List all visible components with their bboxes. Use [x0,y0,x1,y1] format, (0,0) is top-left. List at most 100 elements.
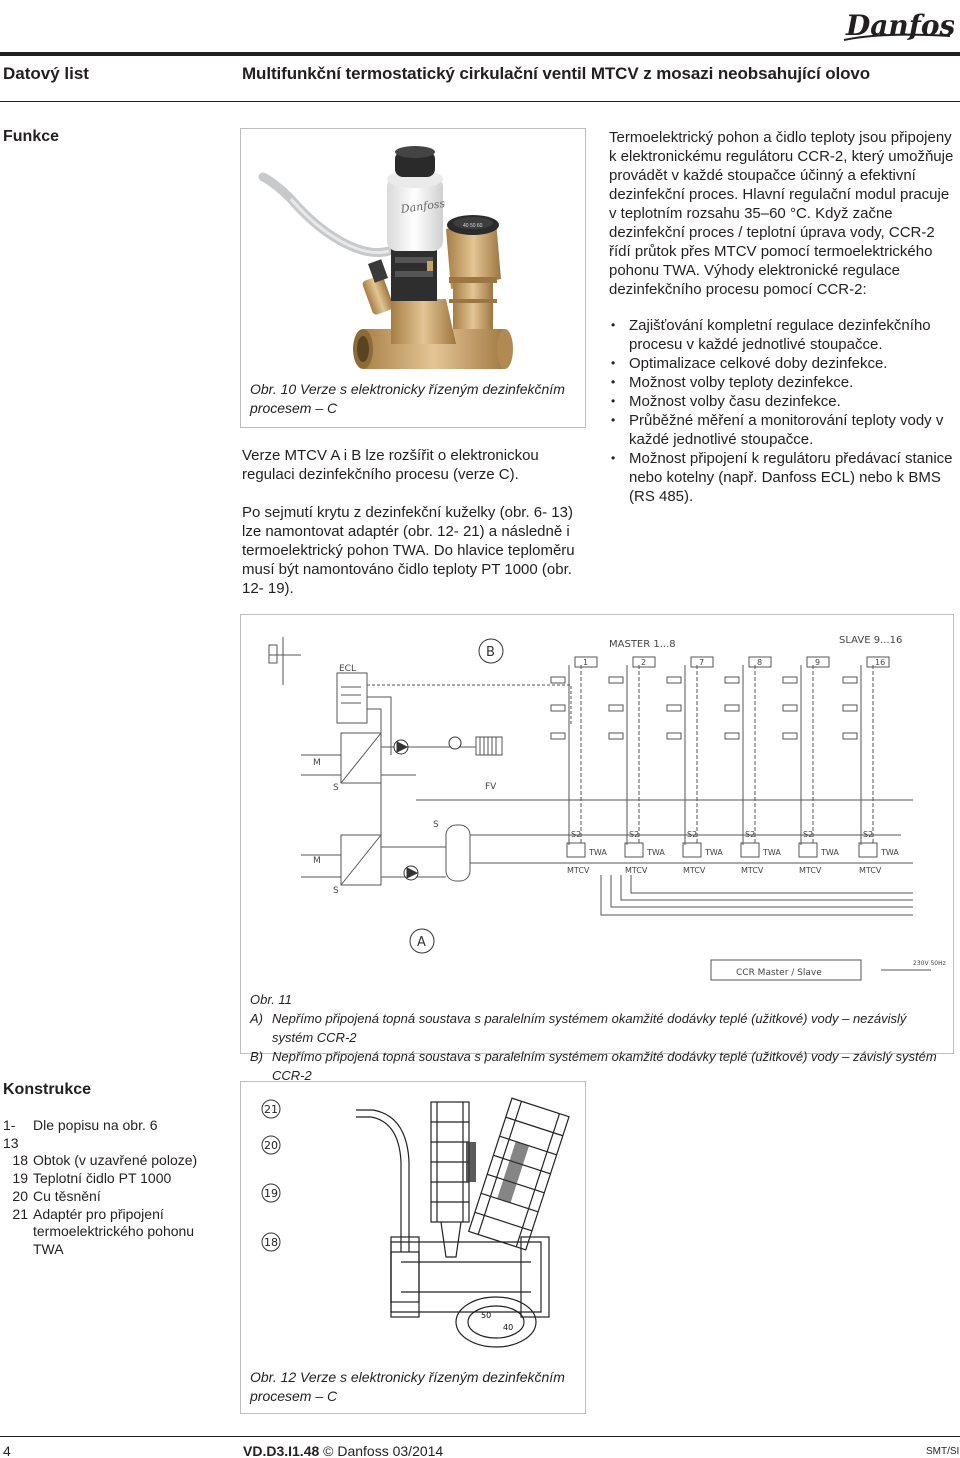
riser-number: 1 [583,658,588,667]
svg-text:40 50 60: 40 50 60 [463,223,483,229]
riser-number-box [690,656,714,668]
tap-icon [782,676,798,684]
ccr-box-label: CCR Master / Slave [736,968,822,978]
twa-label: TWA [646,848,665,857]
ecl-label: ECL [339,664,356,674]
mtcv-valve-icon [566,842,586,858]
mtcv-label: MTCV [859,866,882,875]
funkce-right-text: Termoelektrický pohon a čidlo teploty js… [609,129,954,298]
symbol-s: S [333,886,339,896]
tap-icon [550,676,566,684]
tap-icon [724,732,740,740]
system-schematic: ECL M M S S S A FV MASTER 1...8 SLAVE 9.… [268,635,946,981]
riser-number-box [748,656,772,668]
caption-key-a: A) [250,1011,263,1026]
s2-label: S2 [745,830,755,839]
mtcv-label: MTCV [799,866,822,875]
schematic-label-a: A [417,935,426,950]
part-number: 18 [12,1152,28,1169]
funkce-left-text: Verze MTCV A i B lze rozšířit o elektron… [242,446,587,598]
document-title: Multifunkční termostatický cirkulační ve… [242,64,871,83]
copyright: © Danfoss 03/2014 [323,1443,444,1458]
riser-number: 16 [875,658,885,667]
symbol-m: M [313,856,321,866]
tap-icon [608,676,624,684]
tap-icon [724,704,740,712]
riser-number: 9 [815,658,820,667]
parts-row: 18 Obtok (v uzavřené poloze) [3,1152,223,1170]
callout-20: 20 [264,1139,278,1152]
voltage-label: 230V 50Hz [913,960,946,967]
figure-10-frame: Danfoss 40 50 60 [240,128,586,428]
danfoss-logo: Danfoss [843,9,954,42]
list-item: Možnost volby času dezinfekce. [609,392,954,411]
mtcv-valve-icon [798,842,818,858]
tap-icon [782,704,798,712]
riser-number-box [632,656,656,668]
callout-21: 21 [264,1103,278,1116]
list-item: Možnost připojení k regulátoru předávací… [609,449,954,506]
riser-number: 8 [757,658,762,667]
slave-label: SLAVE 9...16 [839,635,902,646]
riser-number-box [574,656,598,668]
tap-icon [666,704,682,712]
mtcv-label: MTCV [567,866,590,875]
paragraph: Verze MTCV A i B lze rozšířit o elektron… [242,447,539,483]
tap-icon [842,676,858,684]
tap-icon [550,704,566,712]
riser-number-box [806,656,830,668]
mtcv-valve-photo: Danfoss 40 50 60 [258,146,513,369]
mtcv-label: MTCV [625,866,648,875]
list-item: Zajišťování kompletní regulace dezinfekč… [609,316,954,354]
twa-label: TWA [704,848,723,857]
symbol-s: S [333,783,339,793]
tap-icon [724,676,740,684]
master-label: MASTER 1...8 [609,639,676,650]
twa-label: TWA [588,848,607,857]
s2-label: S2 [629,830,639,839]
part-number: 20 [12,1187,28,1204]
part-number: 21 [12,1205,28,1222]
paragraph: Po sejmutí krytu z dezinfekční kuželky (… [242,504,575,597]
figure-11-title: Obr. 11 [250,992,292,1007]
caption-text-a: Nepřímo připojená topná soustava s paral… [272,1011,907,1045]
smt-code: SMT/SI [926,1446,960,1457]
twa-label: TWA [762,848,781,857]
list-item: Průběžné měření a monitorování teploty v… [609,411,954,449]
s2-label: S2 [803,830,813,839]
tap-icon [666,732,682,740]
header-rule [0,52,960,56]
callout-18: 18 [264,1236,278,1249]
tap-icon [782,732,798,740]
caption-key-b: B) [250,1049,263,1064]
twa-label: TWA [880,848,899,857]
figure-11-frame: ECL M M S S S A FV MASTER 1...8 SLAVE 9.… [240,614,954,1054]
mtcv-valve-icon [858,842,878,858]
dial-mark-40: 40 [503,1323,513,1332]
s2-label: S2 [687,830,697,839]
list-item: Optimalizace celkové doby dezinfekce. [609,354,954,373]
mtcv-valve-icon [682,842,702,858]
tap-icon [608,704,624,712]
section-title-funkce: Funkce [3,128,60,145]
mtcv-label: MTCV [741,866,764,875]
riser-number: 2 [641,658,646,667]
riser-number-box [866,656,890,668]
symbol-s: S [433,820,439,830]
footer-rule [0,1436,960,1437]
part-number: 19 [12,1170,28,1187]
caption-text-b: Nepřímo připojená topná soustava s paral… [272,1049,937,1083]
s2-label: S2 [571,830,581,839]
caption-row-a: A) Nepřímo připojená topná soustava s pa… [250,1009,950,1047]
page-number: 4 [3,1443,11,1458]
part-text: Obtok (v uzavřené poloze) [33,1152,198,1169]
tap-icon [842,704,858,712]
schematic-label-b: B [486,645,495,660]
document-code: VD.D3.I1.48 © Danfoss 03/2014 [243,1443,443,1458]
symbol-m: M [313,758,321,768]
document-code-number: VD.D3.I1.48 [243,1443,320,1458]
